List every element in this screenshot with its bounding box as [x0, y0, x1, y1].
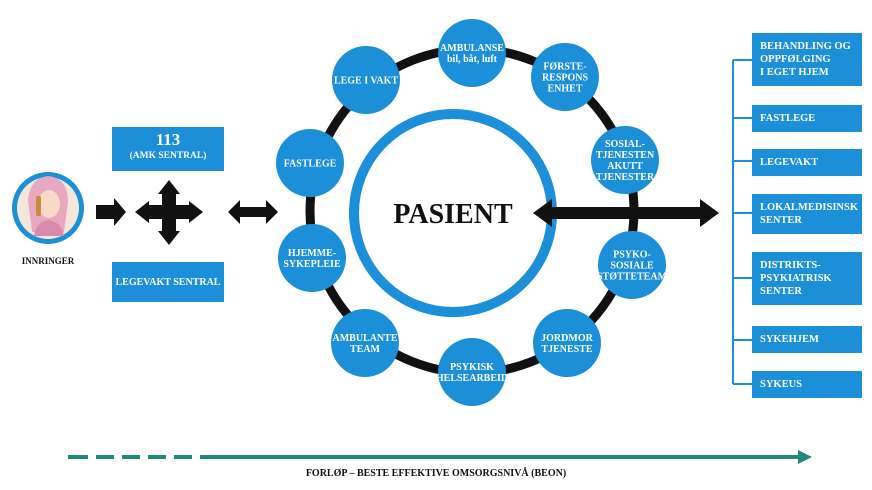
right-box-fastlege: FASTLEGE — [752, 105, 862, 132]
ring-node-label: TEAM — [350, 344, 381, 355]
ring-node-label: STØTTETEAM — [597, 272, 668, 283]
right-box-sykehjem: SYKEHJEM — [752, 326, 862, 353]
ring-node-lege-i-vakt: LEGE I VAKT — [332, 46, 400, 114]
ring-node-label: TJENESTE — [541, 344, 592, 355]
ring-node-label: HJEMME- — [288, 248, 336, 259]
right-box-sykeus: SYKEUS — [752, 371, 862, 398]
ring-node-label: PSYKISK — [450, 362, 494, 373]
ring-node-label: SYKEPLEIE — [283, 259, 341, 270]
four-way-arrow-icon — [135, 180, 203, 245]
ring-node-label: SOSIALE — [610, 261, 654, 272]
ring-node-label: AMBULANSE — [440, 43, 504, 54]
ring-node-label: AKUTT — [607, 161, 643, 172]
ring-node-label: TJENESTEN — [596, 150, 655, 161]
ring-node-fastlege: FASTLEGE — [276, 129, 344, 197]
ring-node-label: bil, båt, luft — [447, 54, 498, 65]
amk-number: 113 — [155, 130, 181, 149]
ring-node-label: HELSEARBEID — [436, 373, 508, 384]
legevakt-sentral-box: LEGEVAKT SENTRAL — [112, 262, 224, 302]
ring-node-circle — [438, 338, 506, 406]
ring-node-label: AMBULANTE — [332, 333, 397, 344]
ring-node-circle — [331, 309, 399, 377]
ring-node-label: TJENESTER — [596, 172, 655, 183]
ring-node-circle — [531, 43, 599, 111]
patient-label: PASIENT — [393, 199, 513, 230]
ring-node-label: PSYKO- — [613, 250, 651, 261]
timeline-arrowhead-icon — [798, 450, 812, 464]
ring-node-circle — [591, 126, 659, 194]
ring-node-label: SOSIAL- — [605, 139, 645, 150]
right-box-legevakt: LEGEVAKT — [752, 149, 862, 176]
legevakt-sentral-label: LEGEVAKT SENTRAL — [115, 276, 221, 288]
ring-node-label: RESPONS — [542, 73, 589, 84]
ring-node-circle — [598, 231, 666, 299]
ring-node-label: LEGE I VAKT — [334, 76, 398, 87]
long-double-arrow-icon — [533, 199, 719, 227]
timeline-label: FORLØP – BESTE EFFEKTIVE OMSORGSNIVÅ (BE… — [306, 467, 566, 479]
ring-node-label: JORDMOR — [541, 333, 593, 344]
right-box-lokalmedisinsk: LOKALMEDISINSK SENTER — [752, 194, 862, 234]
ring-node-hjemmesykepleie: HJEMME-SYKEPLEIE — [278, 224, 346, 292]
arrow-right-icon — [96, 198, 126, 226]
right-box-behandling: BEHANDLING OG OPPFØLGING I EGET HJEM — [752, 33, 862, 86]
ring-node-label: ENHET — [547, 84, 582, 95]
amk-box: 113 (AMK SENTRAL) — [112, 127, 224, 171]
ring-node-label: FASTLEGE — [284, 159, 337, 170]
ring-node-circle — [438, 19, 506, 87]
ring-node-circle — [276, 129, 344, 197]
right-bracket — [732, 59, 752, 385]
ring-node-circle — [332, 46, 400, 114]
double-arrow-icon — [228, 200, 278, 224]
caller-avatar — [12, 172, 84, 244]
caller-label: INNRINGER — [22, 256, 75, 266]
ring-node-label: FØRSTE- — [543, 62, 586, 73]
amk-name: (AMK SENTRAL) — [129, 151, 207, 161]
ring-node-circle — [533, 309, 601, 377]
ring-node-circle — [278, 224, 346, 292]
right-box-distriktspsykiatrisk: DISTRIKTS- PSYKIATRISK SENTER — [752, 252, 862, 305]
